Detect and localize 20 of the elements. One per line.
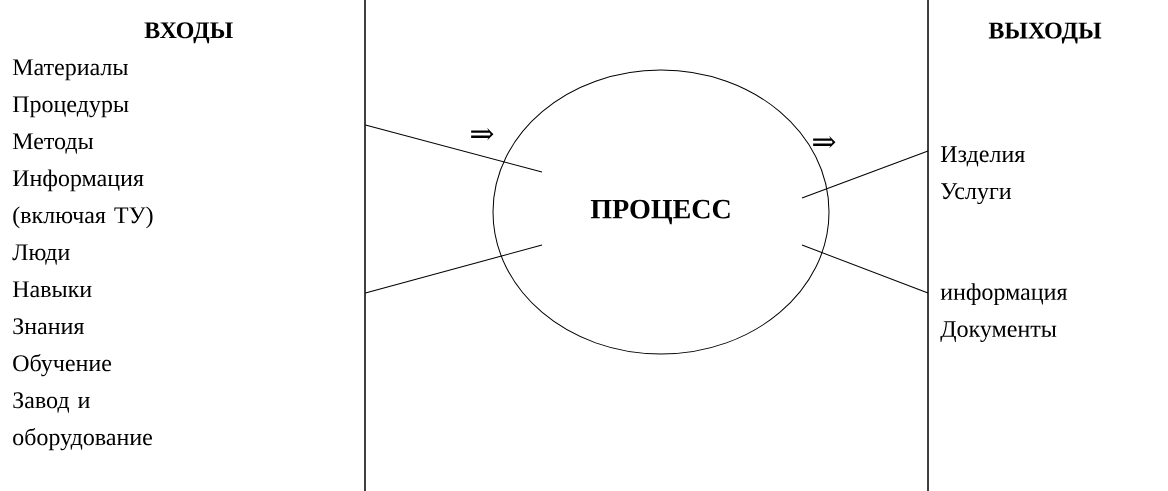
- node-label: Процедуры: [12, 96, 129, 118]
- direction-arrow: ⇒: [813, 136, 836, 149]
- output-list: информация Документы: [940, 283, 1068, 343]
- node-label: ВХОДЫ: [144, 22, 233, 44]
- node-label: Знания: [13, 318, 85, 335]
- connector-line: [801, 150, 929, 199]
- direction-arrow: ⇒: [471, 128, 494, 141]
- node-label: Навыки: [12, 281, 92, 298]
- node-label: Завод и оборудование: [13, 392, 152, 451]
- node-label: Методы: [12, 133, 94, 154]
- connector-line: [801, 244, 929, 294]
- input-list: ВХОДЫ Материалы Процедуры Методы Информация (включая ТУ) Люди Навыки Знания Обучение Завод и оборудование: [12, 22, 233, 451]
- connector-line: [364, 124, 543, 173]
- node-label: Информация (включая ТУ): [12, 169, 153, 229]
- connector-line: [364, 244, 543, 294]
- node-label: Обучение: [13, 353, 112, 377]
- output-list: Изделия Услуги: [940, 146, 1025, 205]
- heading: ВЫХОДЫ: [988, 22, 1102, 44]
- node-label: Люди: [12, 244, 70, 265]
- node-label: Материалы: [12, 59, 128, 81]
